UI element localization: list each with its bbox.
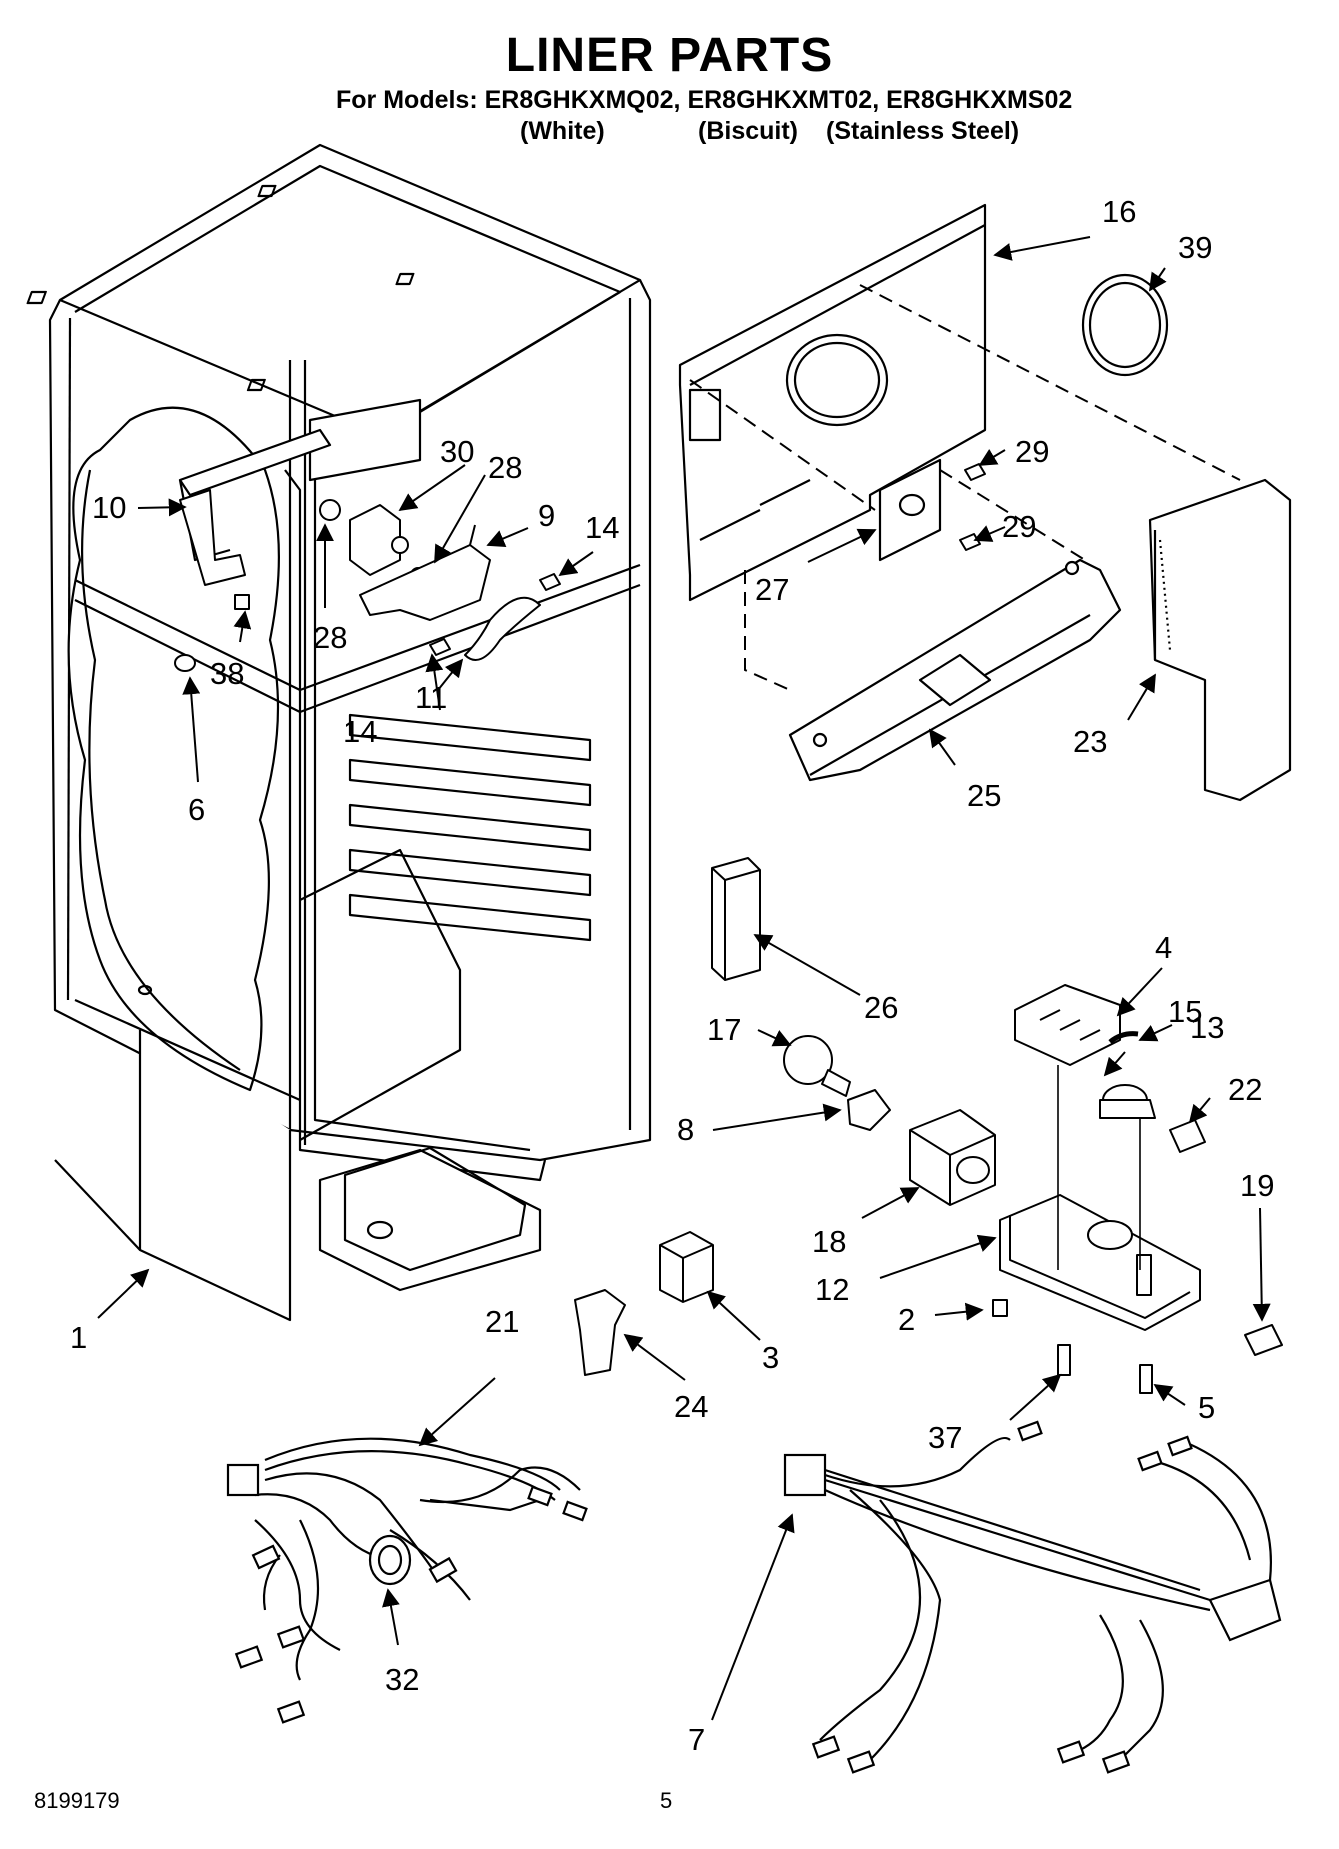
callout-21: 21 [485,1304,519,1339]
callout-38: 38 [210,656,244,691]
liner-cabinet [26,143,652,1322]
callout-25: 25 [967,778,1001,813]
models-line: For Models: ER8GHKXMQ02, ER8GHKXMT02, ER… [336,86,1073,114]
callout-12: 12 [815,1272,849,1307]
page-title: LINER PARTS [505,29,834,82]
page-number: 5 [660,1788,673,1813]
callout-8: 8 [677,1112,694,1147]
callout-28a: 28 [488,450,522,485]
variant-stainless: (Stainless Steel) [826,117,1020,145]
callout-29b: 29 [1002,509,1036,544]
callout-26: 26 [864,990,898,1025]
callout-19: 19 [1240,1168,1274,1203]
callout-24: 24 [674,1389,708,1424]
upper-small-parts [174,463,986,672]
callout-39: 39 [1178,230,1212,265]
callout-13: 13 [1190,1010,1224,1045]
callout-18: 18 [812,1224,846,1259]
callout-4: 4 [1155,930,1172,965]
callout-labels: 1 2 3 4 5 6 7 8 9 10 11 12 13 14 14 15 1… [70,194,1274,1757]
callout-5: 5 [1198,1390,1215,1425]
callout-29a: 29 [1015,434,1049,469]
document-number: 8199179 [34,1788,120,1813]
callout-10: 10 [92,490,126,525]
callout-30: 30 [440,434,474,469]
callout-27: 27 [755,572,789,607]
callout-1: 1 [70,1320,87,1355]
control-parts [574,857,1283,1394]
callout-17: 17 [707,1012,741,1047]
callout-14b: 14 [343,714,377,749]
leader-arrows [97,236,1271,1721]
callout-7: 7 [688,1722,705,1757]
callout-11: 11 [415,680,447,715]
callout-3: 3 [762,1340,779,1375]
variant-white: (White) [520,117,605,145]
callout-37: 37 [928,1420,962,1455]
evaporator-cover [678,203,1292,802]
callout-16: 16 [1102,194,1136,229]
callout-28b: 28 [313,620,347,655]
guide-lines [689,284,1241,691]
callout-15: 15 [1168,994,1202,1029]
page-header: LINER PARTS For Models: ER8GHKXMQ02, ER8… [0,0,1339,160]
variant-biscuit: (Biscuit) [698,117,798,145]
callout-9: 9 [538,498,555,533]
callout-23: 23 [1073,724,1107,759]
callout-32: 32 [385,1662,419,1697]
callout-2: 2 [898,1302,915,1337]
callout-14a: 14 [585,510,619,545]
wire-harnesses [226,1420,1282,1774]
callout-6: 6 [188,792,205,827]
callout-22: 22 [1228,1072,1262,1107]
